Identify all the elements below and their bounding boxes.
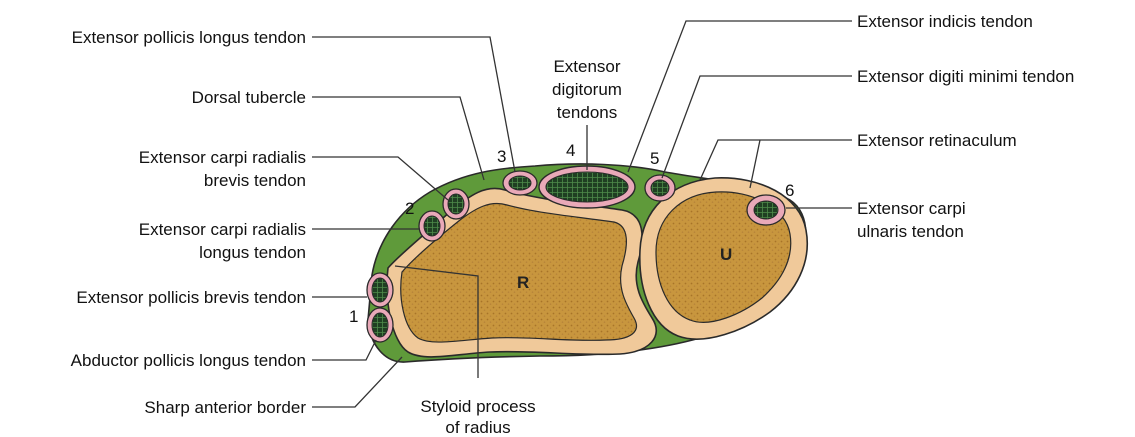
compartment-number-4: 4 [566,141,575,160]
compartment-number-2: 2 [405,199,414,218]
label-ecrb-line1: Extensor carpi radialis [139,148,306,167]
label-ecrl-line1: Extensor carpi radialis [139,220,306,239]
compartment-number-5: 5 [650,149,659,168]
label-ed-line3: tendons [557,103,618,122]
label-ecu-line1: Extensor carpi [857,199,966,218]
label-extensor-digiti-minimi: Extensor digiti minimi tendon [857,67,1074,86]
label-ed-line1: Extensor [553,57,620,76]
label-styloid-line1: Styloid process [420,397,535,416]
compartment-4-tendons [539,166,635,208]
compartment-5-tendon [645,175,675,201]
compartment-6-tendon [747,195,785,225]
label-ecrb-line2: brevis tendon [204,171,306,190]
radius-letter: R [517,273,529,292]
label-styloid-line2: of radius [445,418,510,437]
label-ecrl-line2: longus tendon [199,243,306,262]
ulna-letter: U [720,245,732,264]
label-sharp-anterior-border: Sharp anterior border [144,398,306,417]
label-extensor-pollicis-longus: Extensor pollicis longus tendon [72,28,306,47]
label-ecu-line2: ulnaris tendon [857,222,964,241]
label-extensor-pollicis-brevis: Extensor pollicis brevis tendon [76,288,306,307]
compartment-number-1: 1 [349,307,358,326]
compartment-number-3: 3 [497,147,506,166]
compartment-number-6: 6 [785,181,794,200]
label-ed-line2: digitorum [552,80,622,99]
label-extensor-indicis: Extensor indicis tendon [857,12,1033,31]
label-dorsal-tubercle: Dorsal tubercle [192,88,306,107]
label-extensor-retinaculum: Extensor retinaculum [857,131,1017,150]
label-abductor-pollicis-longus: Abductor pollicis longus tendon [71,351,306,370]
compartment-3-tendon [503,171,537,195]
